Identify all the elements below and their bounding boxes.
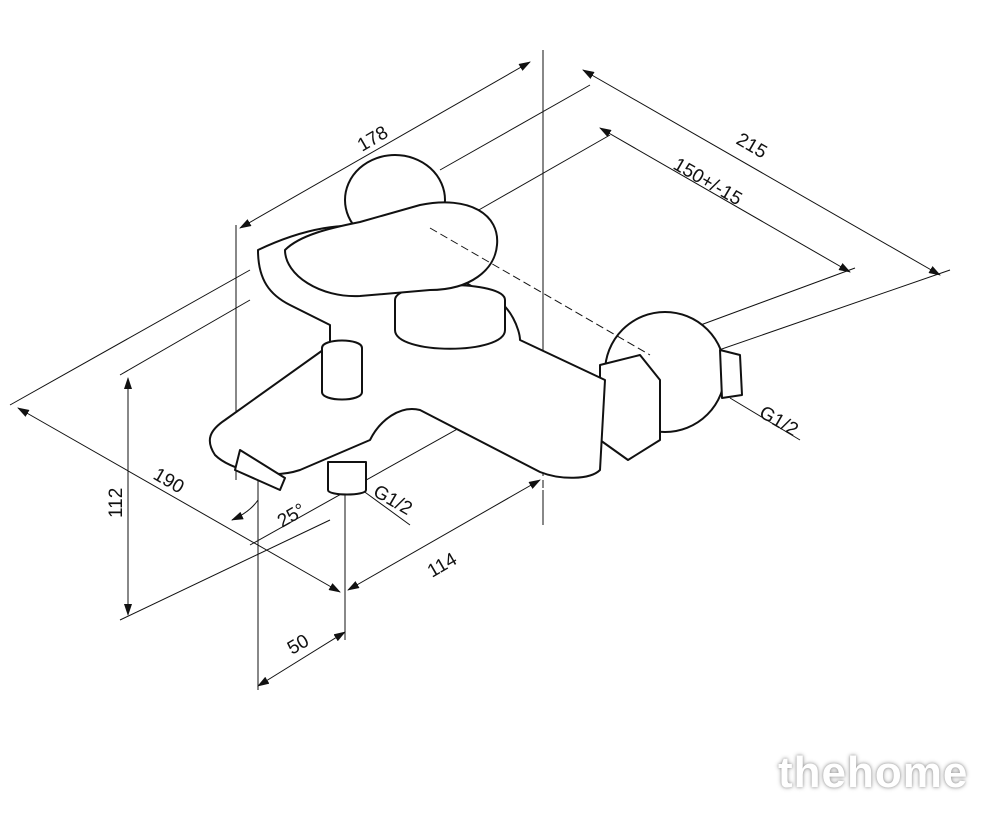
dimension-lines xyxy=(17,61,941,687)
label-215: 215 xyxy=(733,129,771,163)
dim-50-line xyxy=(257,631,346,687)
watermark-logo: thehome xyxy=(778,748,969,797)
dim-190-line xyxy=(17,407,341,593)
label-g12-right: G1/2 xyxy=(756,402,802,441)
cartridge-collar xyxy=(394,284,506,350)
center-axis xyxy=(429,227,651,356)
label-112: 112 xyxy=(106,488,127,518)
diverter-knob xyxy=(321,339,363,401)
spout-outlet xyxy=(234,449,286,491)
dim-215-line xyxy=(582,69,941,276)
dim-150-line xyxy=(599,127,851,273)
label-150: 150+/-15 xyxy=(670,154,746,210)
inlet-thread xyxy=(719,349,743,399)
label-114: 114 xyxy=(424,549,461,583)
faucet-body xyxy=(208,154,743,496)
label-25-deg: 25° xyxy=(274,500,309,533)
dim-178-line xyxy=(239,61,531,229)
label-178: 178 xyxy=(354,122,392,156)
thread-leader-right xyxy=(729,397,801,441)
lever-handle xyxy=(284,201,499,298)
hex-nut xyxy=(599,354,661,461)
thread-leader-bottom xyxy=(361,489,411,526)
angle-arc xyxy=(231,499,259,521)
label-190: 190 xyxy=(150,464,188,498)
dim-114-line xyxy=(347,479,541,591)
outlet-thread xyxy=(327,461,367,496)
label-g12-bottom: G1/2 xyxy=(370,481,416,520)
